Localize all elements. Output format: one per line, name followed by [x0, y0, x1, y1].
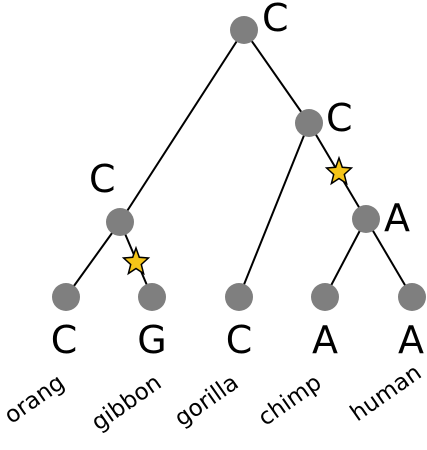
branch-great-ape-to-orang [65, 221, 121, 298]
leaf-node-gibbon [138, 283, 166, 311]
state-orang: C [51, 318, 78, 362]
node-great-ape [106, 208, 134, 236]
branch-human-chimp-to-chimp [324, 218, 367, 298]
mutation-star-icon [121, 245, 151, 276]
node-human-chimp [352, 205, 380, 233]
leaf-node-chimp [311, 283, 339, 311]
branch-root-to-great-ape [119, 29, 245, 223]
state-root: C [262, 0, 289, 40]
state-great-ape: C [89, 157, 116, 201]
taxon-label-gorilla: gorilla [170, 370, 243, 432]
state-african: C [326, 96, 353, 140]
branch-human-chimp-to-human [365, 218, 413, 298]
taxon-label-human: human [346, 360, 427, 427]
mutation-star-icon [324, 155, 354, 186]
state-chimp: A [312, 318, 338, 362]
taxon-label-gibbon: gibbon [87, 370, 166, 437]
branch-african-to-gorilla [238, 122, 310, 298]
node-root [230, 16, 258, 44]
state-human: A [398, 318, 424, 362]
leaf-node-gorilla [225, 283, 253, 311]
taxon-label-chimp: chimp [254, 370, 327, 432]
leaf-node-orang [52, 283, 80, 311]
taxon-label-orang: orang [0, 370, 69, 430]
node-african [295, 109, 323, 137]
state-gibbon: G [137, 318, 166, 362]
leaf-node-human [398, 283, 426, 311]
nodes [52, 16, 426, 311]
branches [65, 29, 413, 298]
branch-root-to-african [243, 29, 310, 124]
state-gorilla: C [226, 318, 253, 362]
state-human-chimp: A [384, 196, 410, 240]
